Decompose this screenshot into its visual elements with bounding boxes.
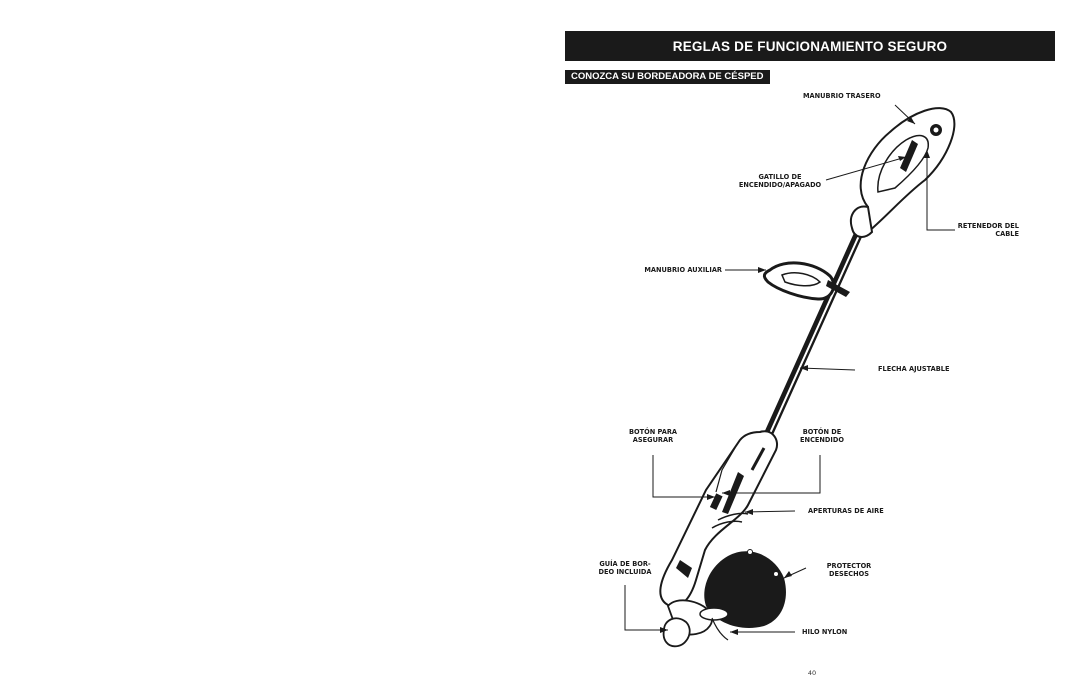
label-power-button-line1: BOTÓN DE [802, 428, 842, 436]
label-trigger-line1: GATILLO DE [758, 173, 802, 181]
label-debris-guard-line2: DESECHOS [829, 570, 869, 578]
leader-arrowheads [660, 117, 930, 635]
label-air-vents: APERTURAS DE AIRE [808, 507, 884, 515]
label-debris-guard: PROTECTOR DESECHOS [820, 562, 878, 578]
label-adjustable-shaft: FLECHA AJUSTABLE [878, 365, 950, 373]
label-auxiliary-handle: MANUBRIO AUXILIAR [644, 266, 722, 274]
label-power-button-line2: ENCENDIDO [800, 436, 844, 444]
lock-button [709, 493, 723, 510]
label-cord-retainer: RETENEDOR DEL CABLE [955, 222, 1019, 238]
label-power-button: BOTÓN DE ENCENDIDO [788, 428, 856, 444]
debris-guard [704, 549, 786, 628]
label-rear-handle: MANUBRIO TRASERO [803, 92, 881, 100]
page-title: REGLAS DE FUNCIONAMIENTO SEGURO [565, 31, 1055, 61]
label-cord-retainer-line2: CABLE [995, 230, 1019, 238]
rear-handle [850, 107, 956, 238]
trigger [900, 140, 918, 172]
auxiliary-handle [762, 261, 850, 301]
label-edge-guide: GUÍA DE BOR- DEO INCLUIDA [592, 560, 658, 576]
nylon-line [711, 617, 729, 641]
label-trigger: GATILLO DE ENCENDIDO/APAGADO [734, 173, 826, 189]
trimmer-head [662, 560, 729, 648]
label-edge-guide-line2: DEO INCLUIDA [598, 568, 652, 576]
label-lock-button-line2: ASEGURAR [632, 436, 674, 444]
section-heading: CONOZCA SU BORDEADORA DE CÉSPED [565, 70, 771, 84]
edge-guide [662, 617, 691, 648]
label-lock-button-line1: BOTÓN PARA [628, 428, 678, 436]
label-trigger-line2: ENCENDIDO/APAGADO [738, 181, 822, 189]
adjustable-shaft [763, 230, 863, 440]
label-nylon-line: HILO NYLON [802, 628, 848, 636]
label-lock-button: BOTÓN PARA ASEGURAR [618, 428, 688, 444]
label-debris-guard-line1: PROTECTOR [826, 562, 872, 570]
label-cord-retainer-line1: RETENEDOR DEL [957, 222, 1019, 230]
label-edge-guide-line1: GUÍA DE BOR- [599, 560, 651, 568]
page-number: 40 [807, 669, 817, 677]
leader-lines [624, 104, 955, 633]
